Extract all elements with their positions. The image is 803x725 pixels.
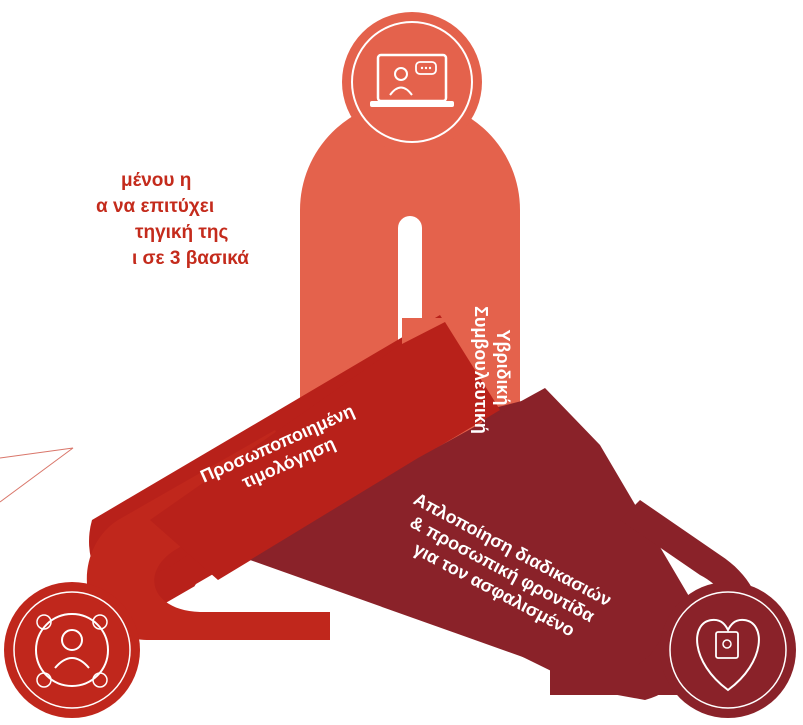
heart-touch-icon <box>660 582 796 718</box>
pointer-lines <box>0 447 74 503</box>
simplification-band-front <box>250 388 690 688</box>
intro-line-1: μένου η <box>121 170 192 191</box>
video-consultation-icon <box>342 12 482 152</box>
pricing-band-front <box>150 322 500 580</box>
hybrid-label-line2: Συμβουλευτική <box>471 306 491 434</box>
simplification-loop-curve <box>550 500 763 695</box>
hybrid-label: Υβριδική Συμβουλευτική <box>471 306 513 434</box>
personalized-customer-icon <box>4 582 140 718</box>
hybrid-label-line1: Υβριδική <box>493 329 513 405</box>
intro-line-2: α να επιτύχει <box>96 196 215 217</box>
